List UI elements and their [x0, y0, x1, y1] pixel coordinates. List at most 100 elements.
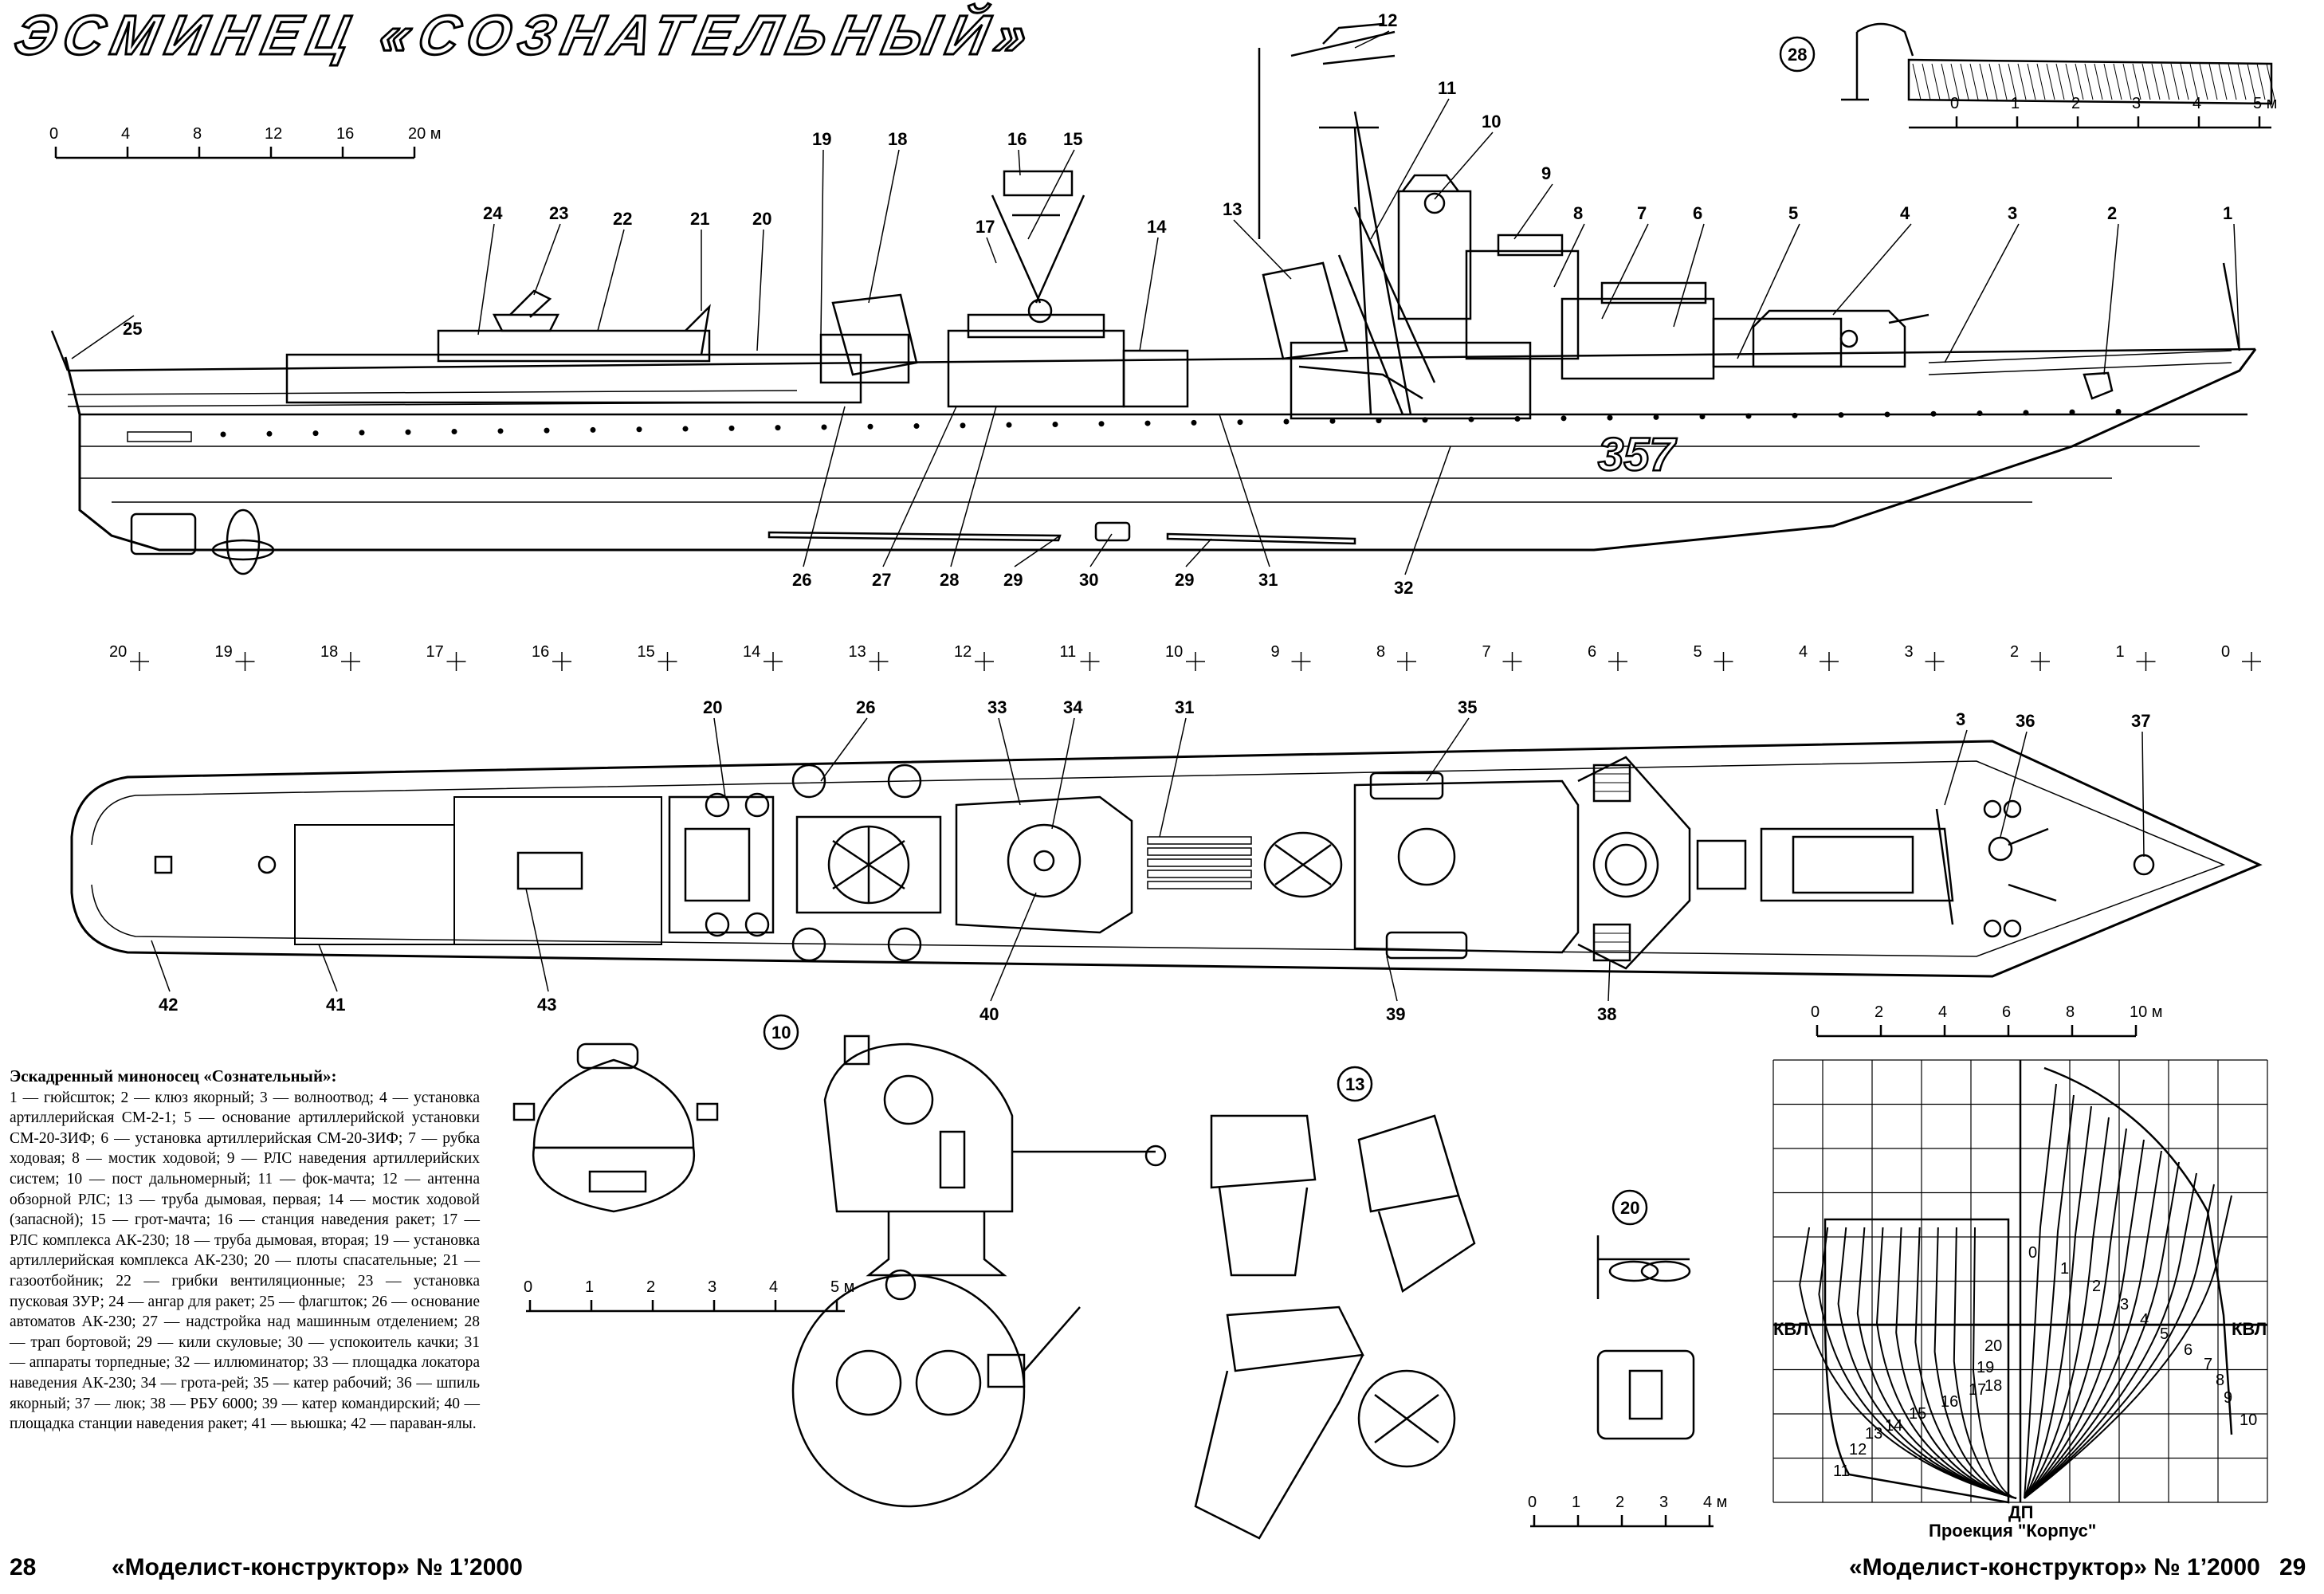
- callout-label: 11: [1438, 78, 1456, 98]
- plan-callout-label: 41: [326, 995, 345, 1015]
- porthole: [1191, 419, 1197, 426]
- station-label: 16: [1941, 1393, 1958, 1411]
- hull-number: 357: [1598, 429, 1678, 481]
- callout-leader: [477, 223, 495, 336]
- ladder-rung: [1960, 63, 1969, 100]
- ak230-mount: [791, 927, 826, 962]
- callout-leader: [1185, 538, 1212, 567]
- ladder-scale-label: 3: [2132, 95, 2141, 112]
- station-label: 3: [2120, 1296, 2129, 1313]
- plan-scale-label: 2: [1875, 1003, 1883, 1021]
- porthole: [682, 426, 689, 432]
- porthole: [1745, 413, 1752, 419]
- ladder-rung: [2055, 63, 2065, 100]
- callout-label: 10: [1482, 112, 1501, 132]
- callout-leader: [1089, 533, 1113, 567]
- porthole: [405, 429, 411, 435]
- station-label: 11: [1833, 1462, 1850, 1480]
- plan-callout-label: 20: [703, 697, 722, 717]
- callout-label: 4: [1900, 203, 1910, 223]
- plan-callout-leader: [820, 717, 868, 782]
- plan-scale-label: 10 м: [2130, 1003, 2163, 1021]
- station-label: 15: [1909, 1405, 1926, 1423]
- plan-callout-label: 39: [1386, 1004, 1405, 1024]
- station-label: 13: [1865, 1425, 1882, 1443]
- station-label: 8: [2216, 1372, 2224, 1389]
- porthole: [312, 430, 319, 437]
- porthole: [2115, 408, 2122, 414]
- porthole: [1607, 414, 1613, 421]
- plan-callout-leader: [990, 892, 1037, 1002]
- callout-label: 32: [1394, 578, 1413, 598]
- ladder-rung: [2237, 63, 2247, 100]
- callout-label: 3: [2008, 203, 2017, 223]
- station-curve-fore: [2024, 1161, 2180, 1499]
- callout-leader: [1014, 535, 1061, 567]
- station-curve-fore: [2024, 1105, 2092, 1499]
- centerline-label: ДП: [2008, 1502, 2034, 1522]
- detail-label-funnel: 13: [1345, 1074, 1364, 1094]
- callout-leader: [1434, 132, 1494, 200]
- station-curve-fore: [2024, 1172, 2197, 1499]
- callout-label: 13: [1223, 199, 1242, 219]
- legend-body: 1 — гюйсшток; 2 — клюз якорный; 3 — волн…: [10, 1089, 480, 1433]
- plan-callout-label: 35: [1458, 697, 1477, 717]
- station-curve-aft: [1799, 1227, 2017, 1499]
- station-label: 2: [2092, 1278, 2101, 1295]
- ladder-rung: [1969, 63, 1979, 100]
- porthole: [867, 423, 873, 430]
- plan-callout-leader: [1944, 729, 1968, 806]
- callout-label: 9: [1541, 163, 1551, 183]
- plan-callout-label: 37: [2131, 711, 2150, 731]
- ladder-rung: [1988, 63, 1998, 100]
- ladder-rung: [2218, 63, 2228, 100]
- frame-label: 7: [1482, 643, 1491, 661]
- ladder-rung: [2247, 63, 2256, 100]
- porthole: [451, 429, 457, 435]
- plan-callout-leader: [1051, 717, 1075, 830]
- frame-label: 15: [638, 643, 655, 661]
- torpedo-tube: [1147, 836, 1252, 845]
- plan-callout-label: 42: [159, 995, 178, 1015]
- ladder-rung: [2017, 63, 2027, 100]
- station-label: 4: [2140, 1311, 2149, 1329]
- callout-label: 23: [549, 203, 568, 223]
- main-scale-label: 20 м: [408, 125, 442, 143]
- ladder-rung: [2008, 63, 2017, 100]
- plan-callout-leader: [525, 888, 549, 992]
- ladder-rung: [2132, 63, 2141, 100]
- callout-leader: [868, 149, 900, 304]
- station-curve-fore: [2024, 1128, 2127, 1499]
- frame-label: 13: [849, 643, 866, 661]
- detail-scale-label: 2: [646, 1278, 655, 1296]
- callout-leader: [1553, 223, 1585, 288]
- ladder-rung: [1941, 63, 1950, 100]
- station-curve-fore: [2024, 1083, 2057, 1499]
- porthole: [590, 426, 596, 433]
- station-curve-aft: [1972, 1227, 2017, 1499]
- callout-leader: [1219, 414, 1270, 567]
- callout-label: 20: [752, 209, 771, 229]
- plan-callout-label: 43: [537, 995, 556, 1015]
- porthole: [913, 423, 920, 430]
- life-raft: [705, 912, 730, 937]
- footer-right-magazine: «Моделист-конструктор» № 1’2000: [1849, 1554, 2260, 1580]
- frame-label: 16: [532, 643, 549, 661]
- callout-leader: [882, 406, 957, 567]
- porthole: [775, 425, 781, 431]
- station-curve-aft: [1953, 1227, 2017, 1499]
- detail-scale-label: 1: [585, 1278, 594, 1296]
- plan-callout-label: 34: [1063, 697, 1083, 717]
- plan-callout-leader: [2000, 731, 2028, 838]
- callout-leader: [756, 229, 764, 351]
- porthole: [821, 424, 827, 430]
- porthole: [1699, 414, 1706, 420]
- ladder-scale-label: 2: [2071, 95, 2080, 112]
- ladder-rung: [2075, 63, 2084, 100]
- ladder-rung: [2103, 63, 2113, 100]
- frame-label: 6: [1588, 643, 1596, 661]
- callout-leader: [1404, 446, 1451, 575]
